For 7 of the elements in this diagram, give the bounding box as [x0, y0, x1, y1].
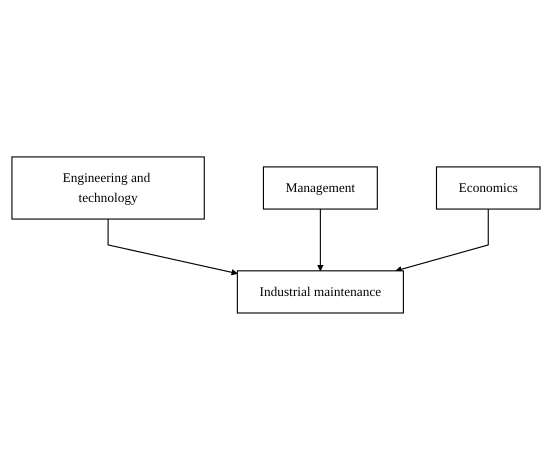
node-box: Management — [262, 166, 378, 210]
node-box: Economics — [435, 166, 540, 210]
node-box: Engineering and technology — [10, 156, 204, 220]
arrow — [394, 209, 488, 272]
arrow — [107, 219, 238, 276]
arrow — [316, 209, 324, 272]
node-box: Industrial maintenance — [236, 270, 404, 314]
